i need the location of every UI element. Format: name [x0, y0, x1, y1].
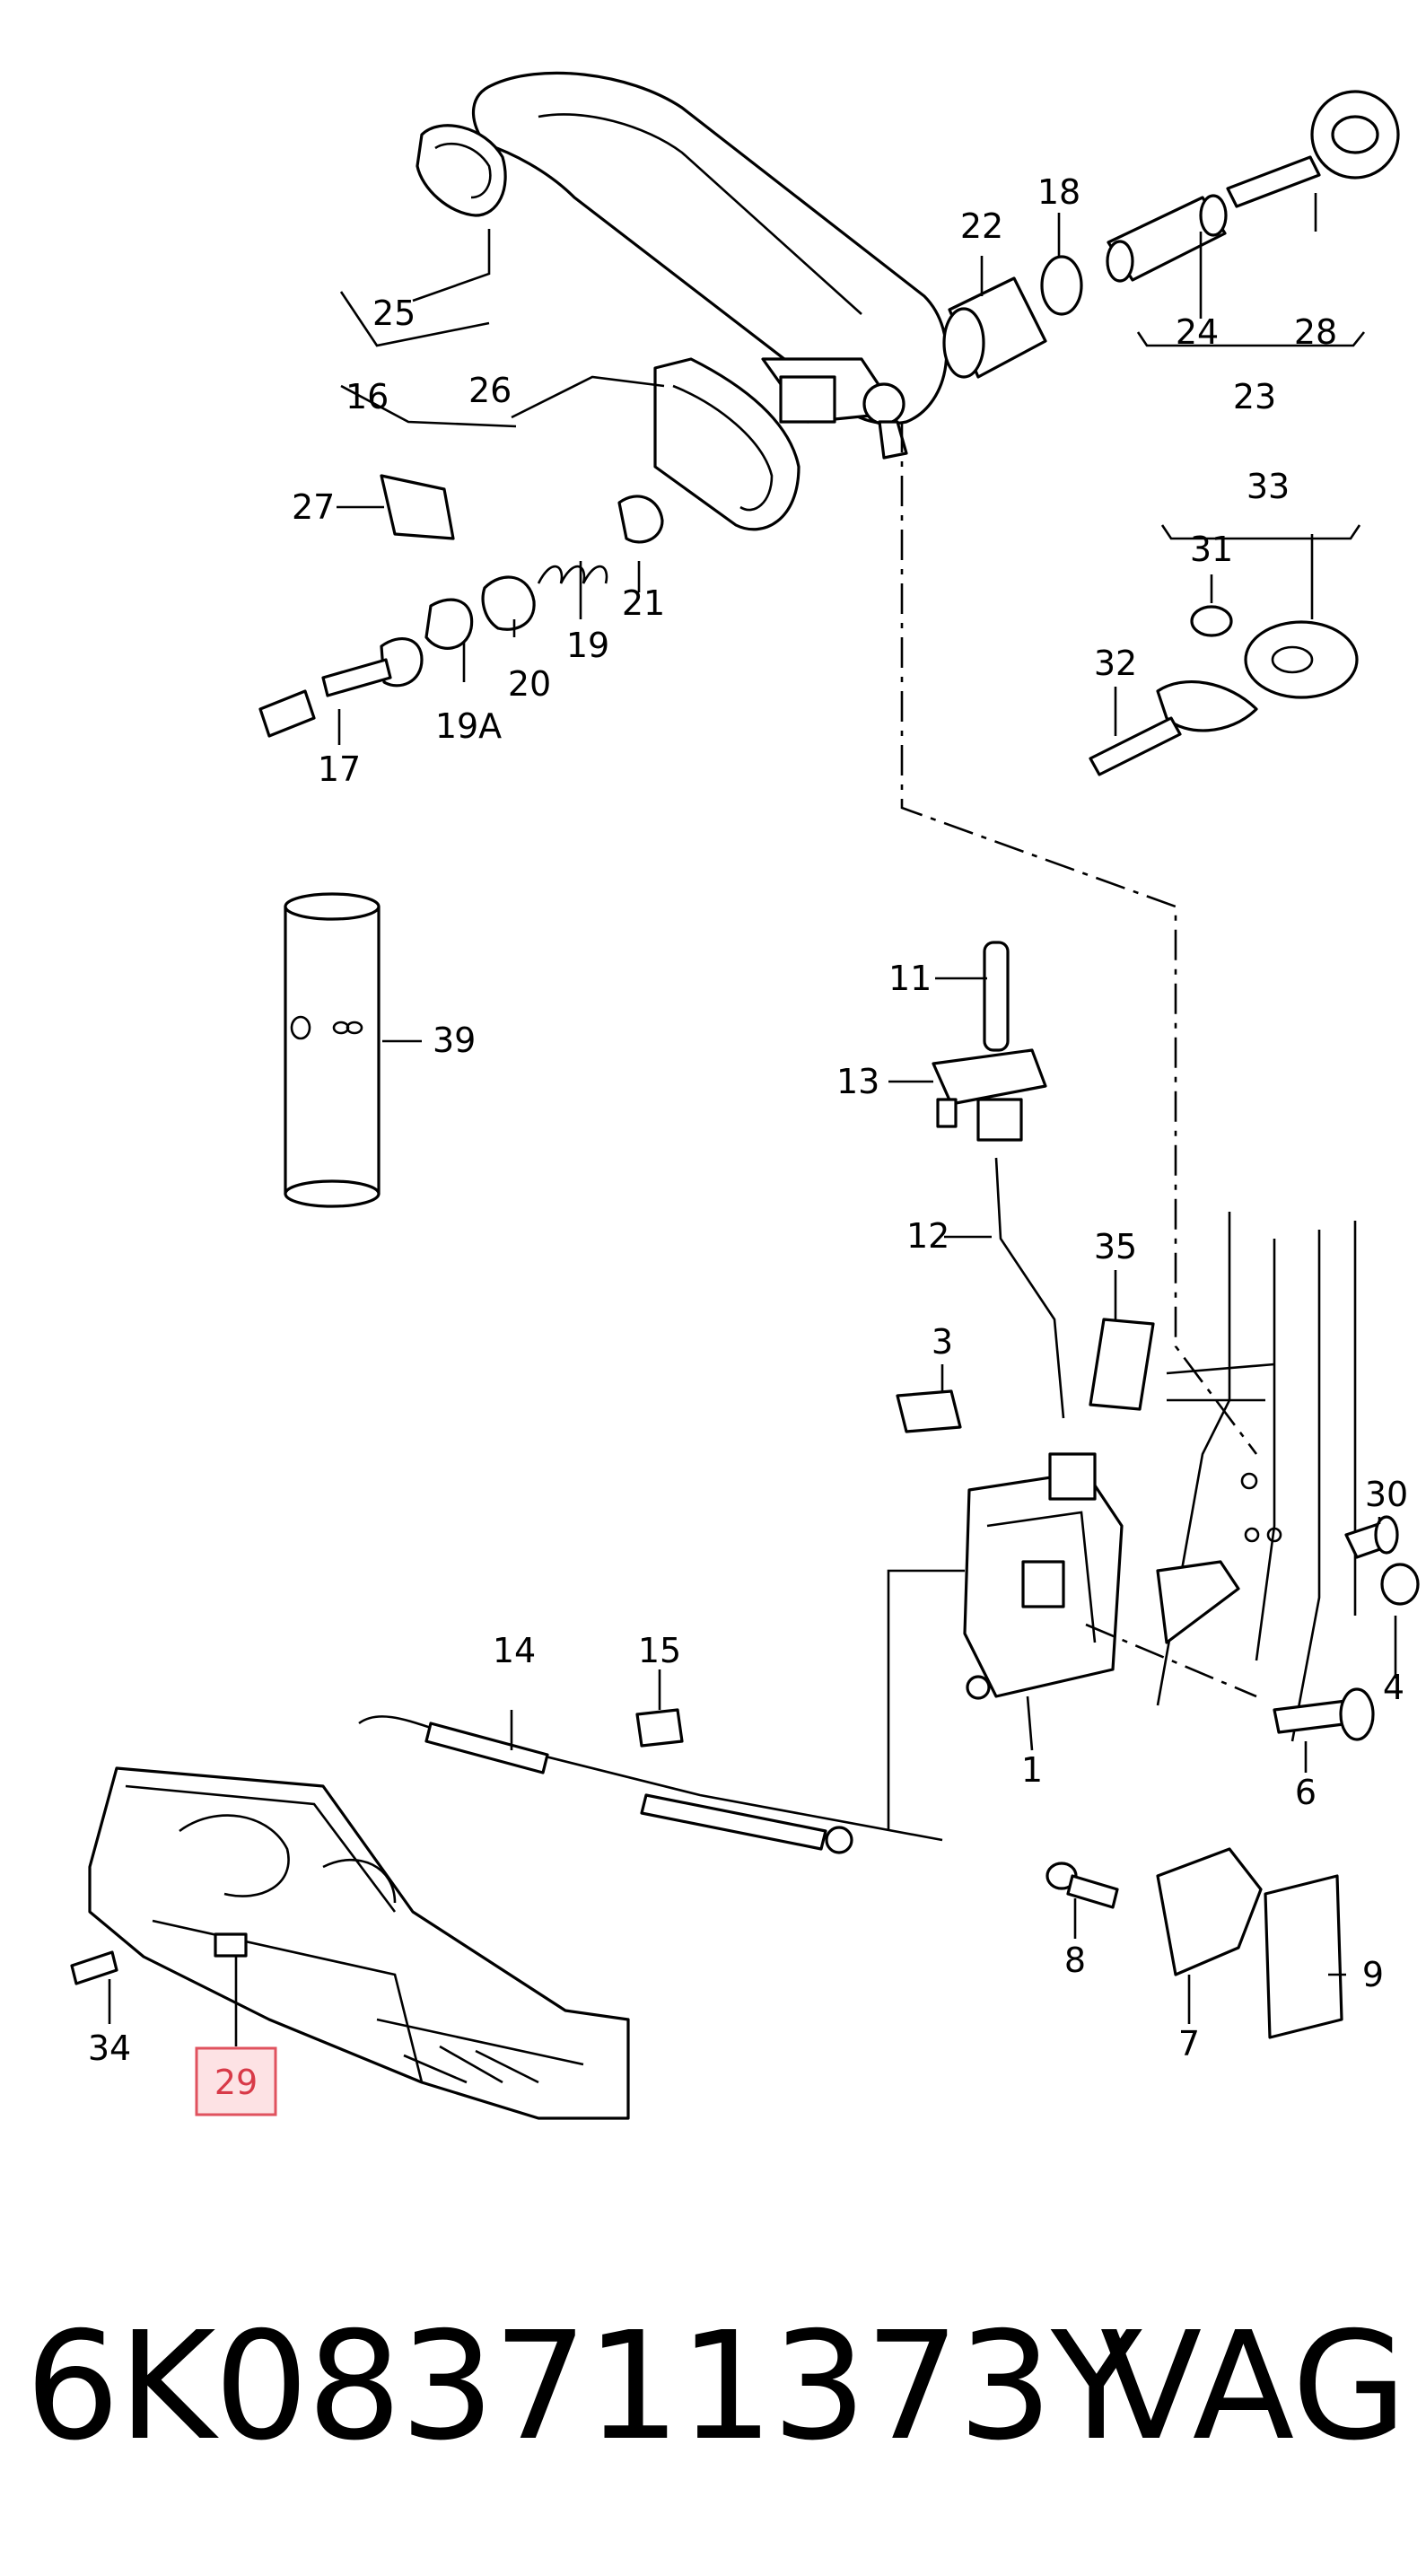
- knob-guide-13: [932, 1048, 1047, 1142]
- label-8: 8: [1064, 1941, 1086, 1980]
- cam-20: [481, 575, 536, 631]
- label-3: 3: [932, 1322, 953, 1362]
- highlight-29[interactable]: 29: [195, 2046, 277, 2116]
- label-18: 18: [1037, 172, 1080, 212]
- rod-12: [994, 1157, 1065, 1419]
- ring-18: [1040, 255, 1083, 316]
- clip-27: [380, 474, 455, 540]
- lock-knob-11: [983, 941, 1010, 1052]
- label-26: 26: [468, 371, 512, 410]
- label-20: 20: [508, 664, 551, 704]
- label-6: 6: [1295, 1773, 1317, 1812]
- label-19: 19: [566, 626, 609, 665]
- label-39: 39: [433, 1021, 476, 1060]
- label-25: 25: [372, 294, 416, 333]
- label-30: 30: [1365, 1475, 1408, 1514]
- cable-routing-line: [887, 1569, 965, 1831]
- label-22: 22: [960, 206, 1003, 246]
- pad-35: [1089, 1318, 1155, 1411]
- linkage-line: [900, 422, 1258, 1455]
- label-17: 17: [318, 749, 361, 789]
- bolt-6: [1273, 1687, 1375, 1741]
- cable-14: [358, 1715, 943, 1854]
- bushing-21: [617, 495, 664, 544]
- lock-housing-22: [942, 276, 1047, 379]
- lock-barrel-17: [258, 637, 424, 738]
- label-13: 13: [836, 1062, 879, 1101]
- label-16: 16: [346, 377, 389, 416]
- door-lock-1: [963, 1452, 1124, 1700]
- outer-door-handle: [471, 71, 949, 460]
- label-31: 31: [1190, 530, 1233, 569]
- leader-lines: [108, 193, 1397, 2046]
- gasket-25: [416, 124, 507, 217]
- label-12: 12: [906, 1216, 949, 1256]
- label-29: 29: [214, 2063, 258, 2102]
- part-number: 6K083711373Y: [25, 2300, 1142, 2474]
- spring-19: [537, 565, 608, 584]
- label-32: 32: [1094, 644, 1137, 683]
- footer: 6K083711373Y VAG: [25, 2298, 1407, 2477]
- label-28: 28: [1294, 312, 1337, 352]
- inner-handle-carrier-29: [88, 1766, 630, 2120]
- cap-31: [1190, 605, 1233, 637]
- label-34: 34: [88, 2028, 131, 2068]
- label-7: 7: [1178, 2024, 1200, 2063]
- door-frame: [1156, 1212, 1357, 1742]
- label-4: 4: [1383, 1668, 1404, 1707]
- clip-15: [635, 1708, 684, 1748]
- spray-can-39: [284, 892, 381, 1208]
- lock-cylinder-24: [1106, 194, 1228, 283]
- label-24: 24: [1176, 312, 1219, 352]
- label-11: 11: [888, 959, 932, 998]
- label-23: 23: [1233, 377, 1276, 416]
- screw-30: [1344, 1515, 1399, 1559]
- label-33: 33: [1247, 467, 1290, 506]
- cap-4: [1380, 1563, 1420, 1606]
- key-28: [1226, 90, 1400, 208]
- label-35: 35: [1094, 1227, 1137, 1266]
- connector-3: [896, 1389, 962, 1433]
- plate-9: [1264, 1874, 1343, 2039]
- label-21: 21: [622, 583, 665, 623]
- label-15: 15: [638, 1631, 681, 1670]
- label-9: 9: [1362, 1955, 1384, 1994]
- screw-34: [70, 1950, 118, 1985]
- bolt-8: [1045, 1862, 1119, 1909]
- clip-19a: [424, 598, 474, 650]
- base-plate-26: [653, 357, 800, 531]
- label-14: 14: [493, 1631, 536, 1670]
- label-19a: 19A: [435, 706, 502, 746]
- key-32: [1089, 680, 1258, 776]
- key-blank-33: [1244, 620, 1359, 699]
- brand-name: VAG: [1099, 2300, 1407, 2474]
- striker-7: [1156, 1847, 1263, 1976]
- label-27: 27: [292, 487, 335, 527]
- label-1: 1: [1021, 1750, 1043, 1790]
